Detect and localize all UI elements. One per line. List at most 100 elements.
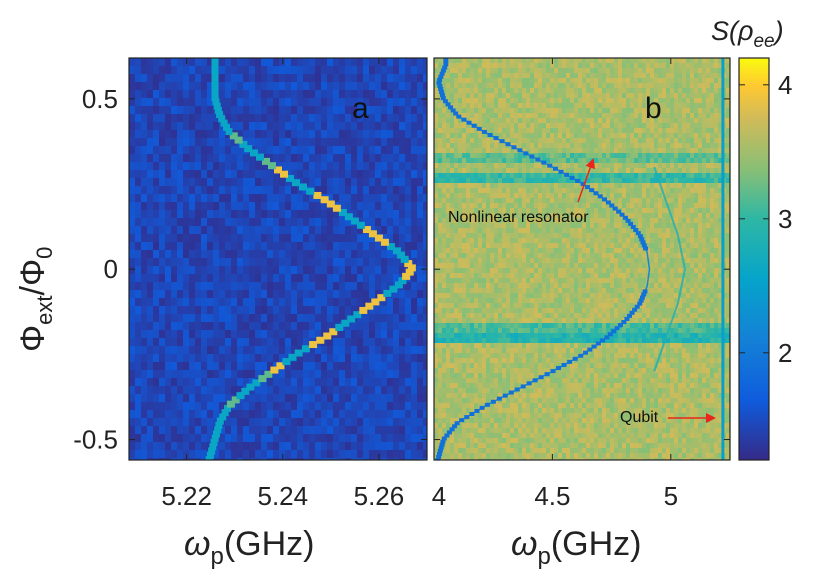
heatmap-cell [345, 362, 352, 371]
heatmap-cell [153, 66, 160, 75]
heatmap-cell [315, 98, 322, 107]
heatmap-cell [249, 458, 256, 460]
heatmap-cell [698, 73, 703, 79]
heatmap-cell [363, 186, 370, 195]
heatmap-cell [694, 113, 699, 119]
heatmap-cell [369, 434, 376, 443]
heatmap-cell [510, 123, 515, 129]
heatmap-cell [387, 274, 394, 283]
heatmap-cell [462, 153, 467, 159]
heatmap-cell [339, 234, 346, 243]
heatmap-cell [171, 378, 178, 387]
heatmap-cell [165, 130, 172, 139]
heatmap-cell [618, 113, 623, 119]
heatmap-cell [273, 186, 280, 195]
heatmap-cell [243, 186, 250, 195]
heatmap-cell [195, 234, 202, 243]
heatmap-cell [706, 63, 711, 69]
resonance-point [386, 243, 395, 251]
heatmap-cell [626, 93, 631, 99]
heatmap-cell [678, 68, 683, 74]
heatmap-cell [694, 208, 699, 214]
heatmap-cell [243, 130, 250, 139]
heatmap-cell [183, 194, 190, 203]
heatmap-cell [682, 203, 687, 209]
heatmap-cell [510, 63, 515, 69]
heatmap-cell [327, 66, 334, 75]
heatmap-cell [129, 258, 136, 267]
heatmap-cell [606, 148, 611, 154]
heatmap-cell [141, 338, 148, 347]
heatmap-cell [177, 434, 184, 443]
heatmap-cell [706, 88, 711, 94]
heatmap-cell [474, 143, 479, 149]
heatmap-cell [494, 73, 499, 79]
heatmap-cell [690, 88, 695, 94]
heatmap-cell [690, 203, 695, 209]
heatmap-cell [638, 183, 643, 189]
heatmap-cell [622, 128, 627, 134]
heatmap-cell [297, 106, 304, 115]
heatmap-cell [357, 90, 364, 99]
heatmap-cell [213, 282, 220, 291]
heatmap-cell [243, 306, 250, 315]
heatmap-cell [237, 98, 244, 107]
heatmap-cell [189, 186, 196, 195]
heatmap-cell [582, 148, 587, 154]
heatmap-cell [357, 362, 364, 371]
heatmap-cell [702, 153, 707, 159]
heatmap-cell [550, 93, 555, 99]
heatmap-cell [542, 208, 547, 214]
heatmap-cell [602, 168, 607, 174]
heatmap-cell [357, 146, 364, 155]
heatmap-cell [387, 346, 394, 355]
heatmap-cell [315, 378, 322, 387]
heatmap-cell [714, 183, 719, 189]
heatmap-cell [201, 314, 208, 323]
heatmap-cell [546, 148, 551, 154]
heatmap-cell [618, 108, 623, 114]
heatmap-cell [514, 158, 519, 164]
heatmap-cell [231, 138, 238, 147]
heatmap-cell [423, 298, 427, 307]
heatmap-cell [490, 108, 495, 114]
heatmap-cell [159, 370, 166, 379]
heatmap-cell [315, 314, 322, 323]
heatmap-cell [690, 108, 695, 114]
heatmap-cell [309, 58, 316, 67]
heatmap-cell [534, 153, 539, 159]
heatmap-cell [470, 78, 475, 84]
heatmap-cell [582, 198, 587, 204]
heatmap-cell [309, 458, 316, 460]
heatmap-cell [339, 90, 346, 99]
heatmap-cell [518, 138, 523, 144]
heatmap-cell [530, 73, 535, 79]
heatmap-cell [478, 158, 483, 164]
heatmap-cell [195, 202, 202, 211]
heatmap-cell [606, 118, 611, 124]
heatmap-cell [201, 58, 208, 67]
heatmap-cell [550, 88, 555, 94]
heatmap-cell [574, 113, 579, 119]
heatmap-cell [522, 138, 527, 144]
heatmap-cell [506, 88, 511, 94]
heatmap-cell [357, 354, 364, 363]
heatmap-cell [454, 158, 459, 164]
heatmap-cell [474, 118, 479, 124]
heatmap-cell [454, 83, 459, 89]
heatmap-cell [502, 153, 507, 159]
heatmap-cell [291, 346, 298, 355]
heatmap-cell [462, 83, 467, 89]
heatmap-cell [327, 234, 334, 243]
heatmap-cell [598, 58, 603, 64]
heatmap-cell [494, 103, 499, 109]
heatmap-cell [658, 118, 663, 124]
heatmap-cell [682, 133, 687, 139]
heatmap-cell [698, 98, 703, 104]
heatmap-cell [135, 218, 142, 227]
heatmap-cell [225, 322, 232, 331]
heatmap-cell [522, 143, 527, 149]
heatmap-cell [255, 274, 262, 283]
heatmap-cell [646, 198, 651, 204]
heatmap-cell [514, 113, 519, 119]
